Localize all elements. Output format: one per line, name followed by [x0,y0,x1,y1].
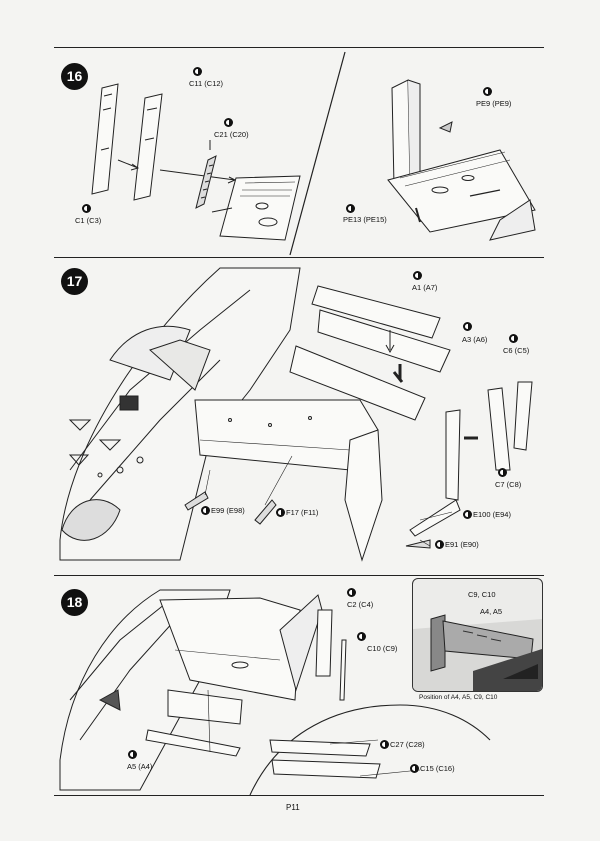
step-16-marker: 16 [61,63,88,90]
part-callout-icon [357,632,366,641]
part-callout-icon [498,468,507,477]
part-callout-icon [509,334,518,343]
step-18-marker: 18 [61,589,88,616]
part-callout-icon [463,322,472,331]
label-c7: C7 (C8) [495,480,522,489]
part-callout-icon [483,87,492,96]
inset-caption: Position of A4, A5, C9, C10 [419,694,498,701]
page-number: P11 [286,803,300,812]
position-inset [412,578,543,692]
label-e91: E91 (E90) [445,540,479,549]
part-callout-icon [201,506,210,515]
label-c6: C6 (C5) [503,346,530,355]
part-callout-icon [410,764,419,773]
divider-17-18 [54,575,544,576]
label-c11: C11 (C12) [189,79,224,88]
part-callout-icon [128,750,137,759]
label-f17: F17 (F11) [286,508,319,517]
step-17-marker: 17 [61,268,88,295]
part-callout-icon [380,740,389,749]
inset-label-a4-a5: A4, A5 [480,607,503,616]
inset-label-c9-c10: C9, C10 [468,590,496,599]
label-a1: A1 (A7) [412,283,438,292]
part-callout-icon [413,271,422,280]
label-a3: A3 (A6) [462,335,488,344]
inset-illustration [413,614,542,691]
label-pe13: PE13 (PE15) [343,215,387,224]
label-c2: C2 (C4) [347,600,374,609]
label-e99: E99 (E98) [211,506,245,515]
divider-16-17 [54,257,544,258]
part-callout-icon [435,540,444,549]
label-c21: C21 (C20) [214,130,249,139]
part-callout-icon [346,204,355,213]
bottom-border [54,795,544,796]
top-border [54,47,544,48]
part-callout-icon [224,118,233,127]
part-callout-icon [463,510,472,519]
part-callout-icon [347,588,356,597]
part-callout-icon [82,204,91,213]
label-e100: E100 (E94) [473,510,511,519]
part-callout-icon [193,67,202,76]
label-c27: C27 (C28) [390,740,425,749]
label-c1: C1 (C3) [75,216,102,225]
label-c15: C15 (C16) [420,764,455,773]
part-callout-icon [276,508,285,517]
label-c10: C10 (C9) [367,644,398,653]
label-a5: A5 (A4) [127,762,153,771]
label-pe9: PE9 (PE9) [476,99,512,108]
